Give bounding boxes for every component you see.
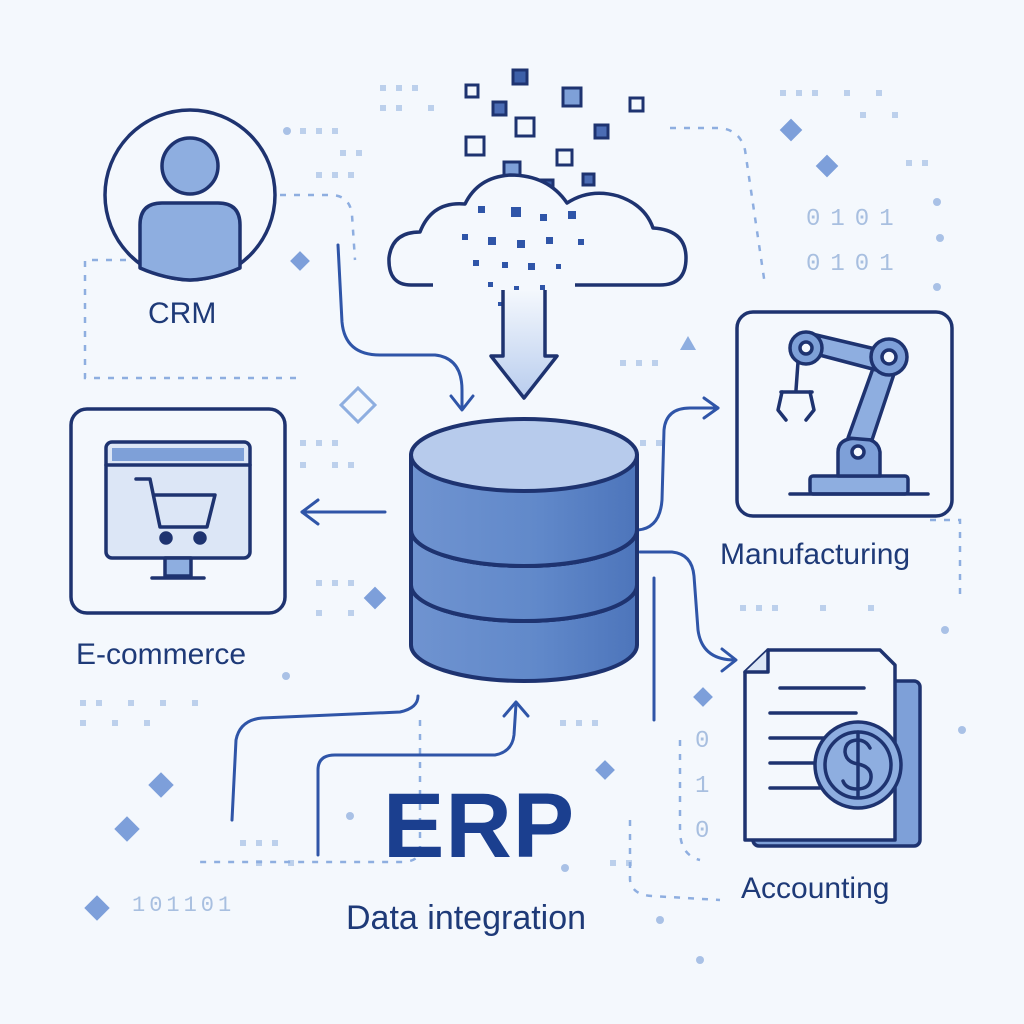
ecommerce-label: E-commerce [76,638,247,671]
diagram-title: ERP [383,775,576,877]
diagram-subtitle: Data integration [346,899,587,937]
shopping-cart-icon [104,440,252,580]
background-dots [282,127,966,964]
database-icon [409,417,639,683]
manufacturing-node [735,310,954,518]
crm-label: CRM [148,297,217,330]
erp-to-accounting-arrow [638,550,737,662]
data-squares [464,68,645,195]
cloud-icon [387,173,688,310]
accounting-node [743,648,922,848]
binary-text-top-right-1: 0101 [806,206,904,233]
binary-text-top-right-2: 0101 [806,251,904,278]
manufacturing-label: Manufacturing [720,538,911,571]
binary-text-vertical-1: 0 [695,728,710,755]
binary-text-vertical-3: 0 [695,818,710,845]
ecommerce-node [69,407,287,615]
binary-text-vertical-2: 1 [695,773,710,800]
crm-to-erp-arrow [336,243,464,410]
user-icon [138,136,242,282]
download-arrow [489,290,559,400]
background-diamonds [84,118,839,921]
invoice-dollar-icon [743,648,922,848]
source-to-erp-arrow-b [230,694,420,822]
crm-node [103,108,277,282]
connector-arrows [230,243,738,857]
accounting-label: Accounting [741,872,890,905]
background-dashed-paths [83,126,962,902]
erp-to-manufacturing-arrow [636,406,720,532]
source-to-erp-arrow-a [316,702,518,857]
binary-text-bottom-left: 101101 [132,893,236,918]
background-decoration [80,85,928,866]
robotic-arm-icon [776,330,930,496]
